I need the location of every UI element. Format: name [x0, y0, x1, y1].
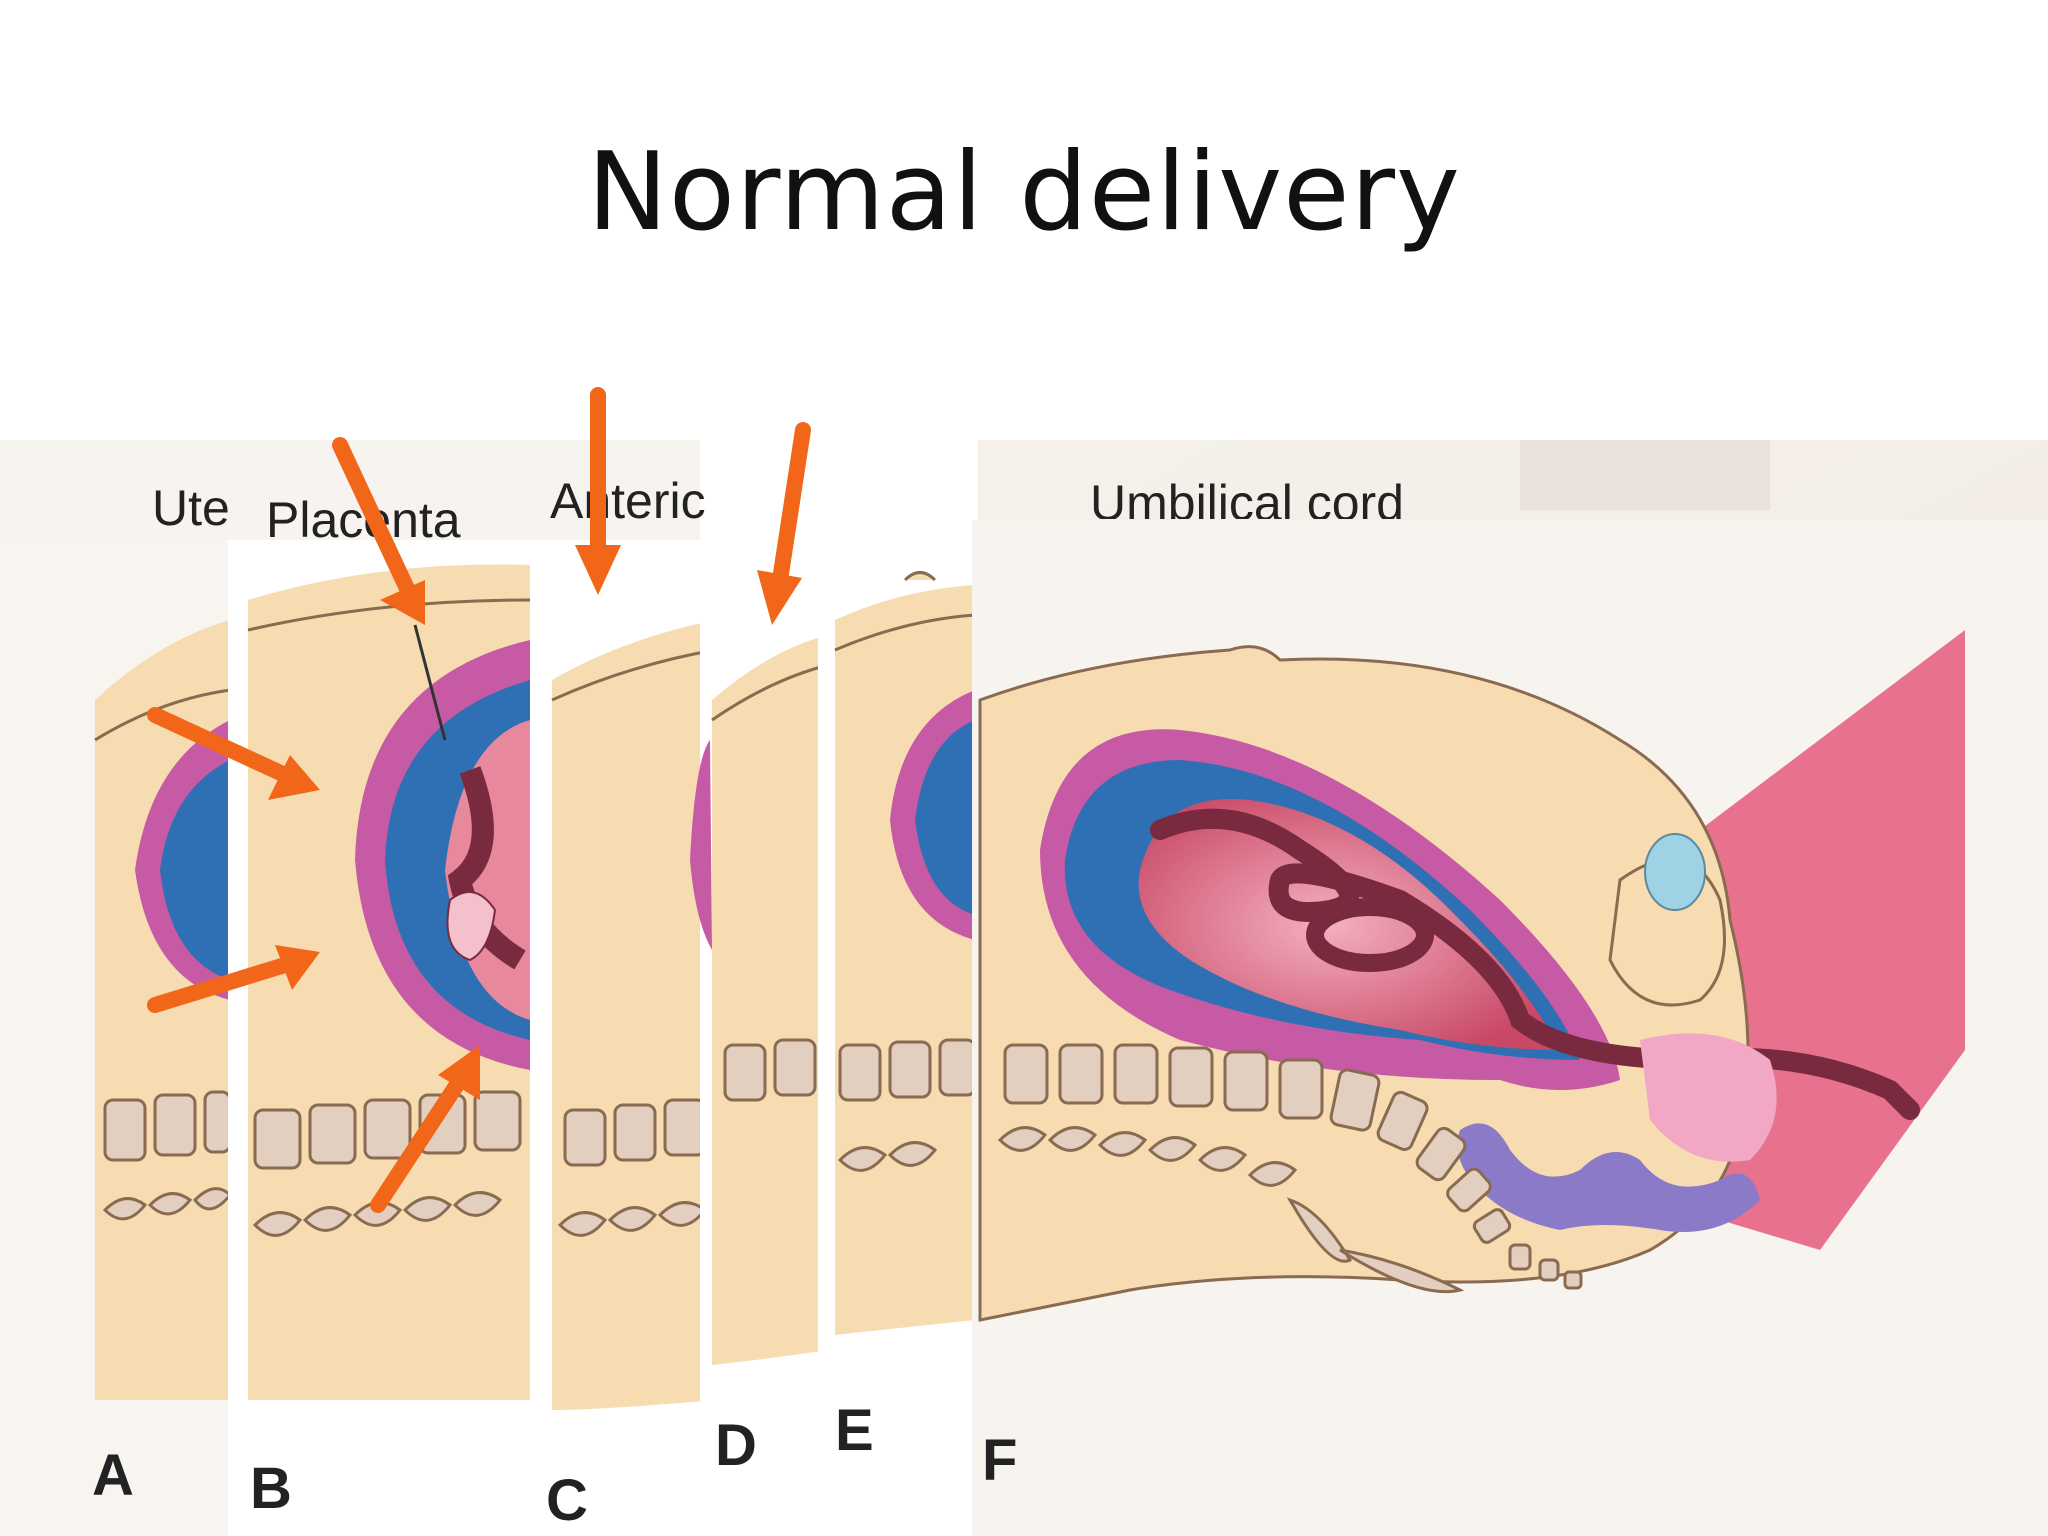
panel-letter-c: C — [546, 1468, 588, 1533]
panel-d — [690, 440, 830, 1536]
panel-e — [818, 440, 978, 1536]
panel-letter-d: D — [715, 1413, 757, 1478]
panel-letter-f: F — [982, 1428, 1017, 1493]
contraction-arrows — [147, 387, 811, 1213]
panel-letter-e: E — [835, 1398, 874, 1463]
label-anterior: Anteric — [550, 473, 706, 529]
arrow-left-lower — [147, 945, 320, 1013]
arrow-d — [757, 422, 811, 625]
panel-letter-b: B — [250, 1456, 292, 1521]
arrow-bottom — [370, 1045, 480, 1213]
label-uterus: Ute — [152, 480, 230, 536]
panel-c — [532, 440, 717, 1536]
panel-b — [228, 540, 538, 1536]
arrow-placenta — [332, 437, 425, 625]
arrow-left-upper — [147, 707, 320, 800]
panel-f — [972, 520, 2048, 1536]
panel-letter-a: A — [92, 1443, 134, 1508]
arrow-anterior — [575, 387, 621, 595]
slide-title: Normal delivery — [587, 130, 1461, 255]
